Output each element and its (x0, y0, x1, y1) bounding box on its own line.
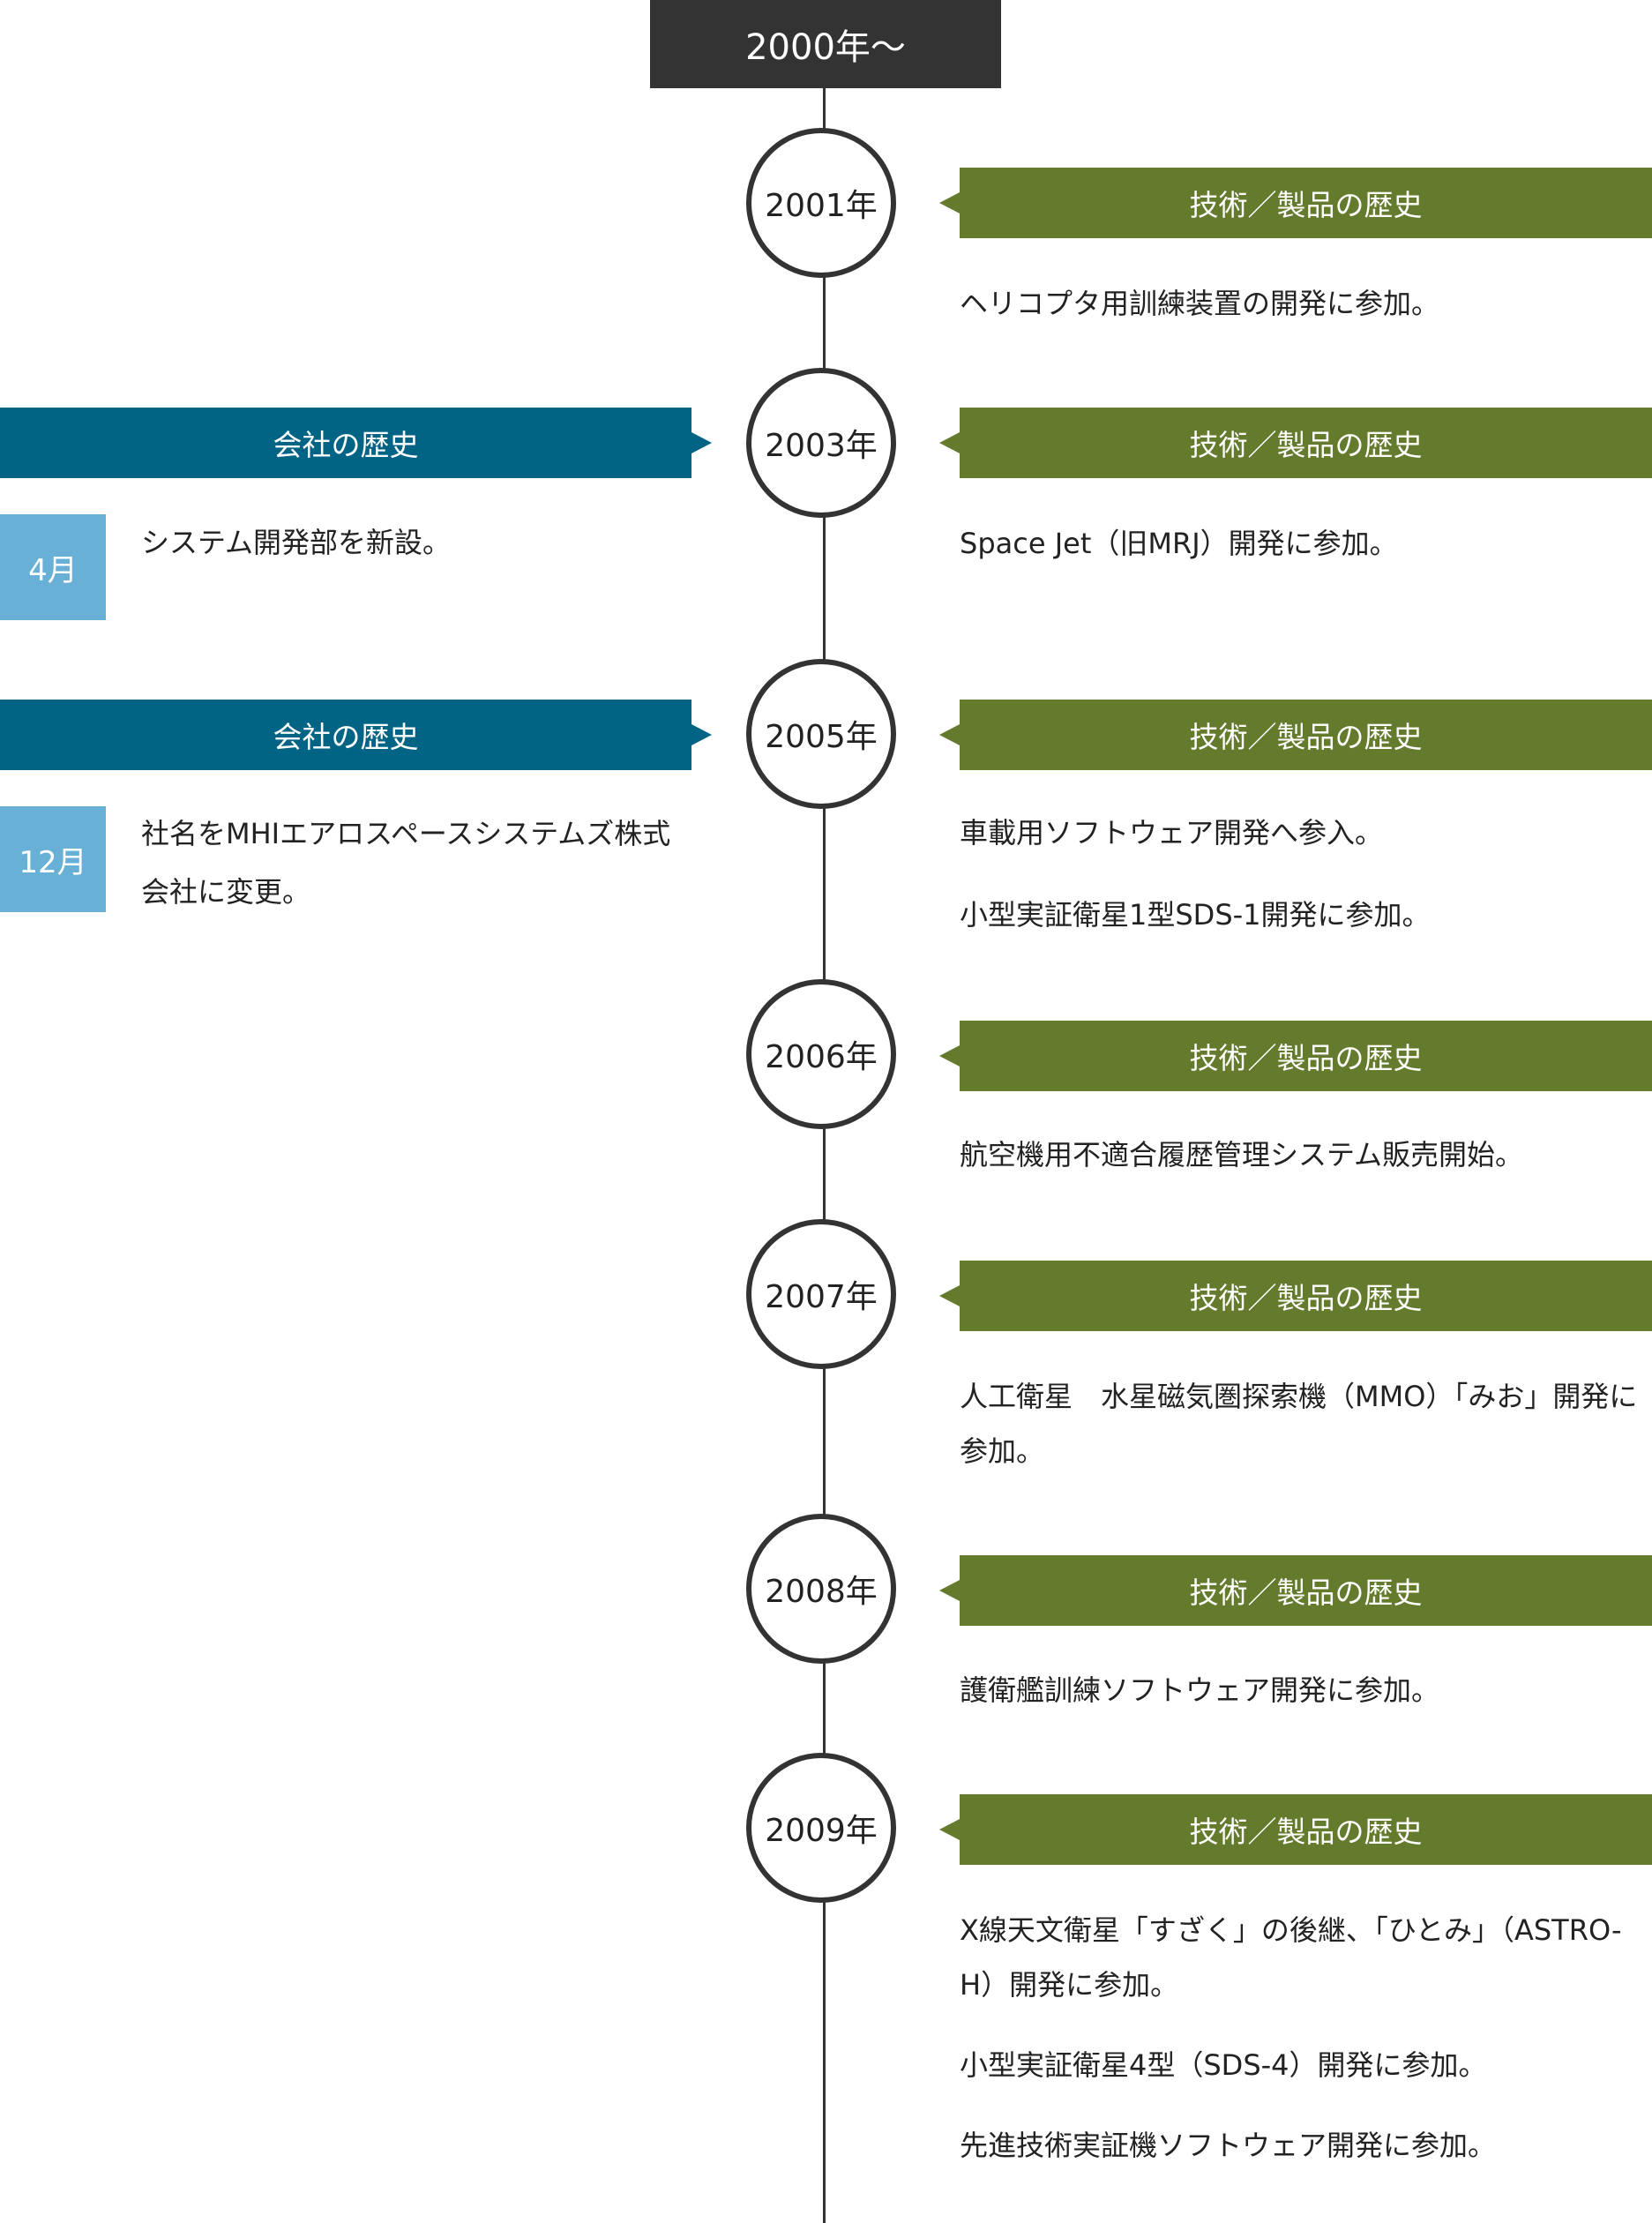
company-history-banner: 会社の歴史 (0, 700, 712, 770)
company-entry: 社名をMHIエアロスペースシステムズ株式会社に変更。 (141, 817, 671, 909)
tech-history-banner: 技術／製品の歴史 (939, 1021, 1652, 1091)
company-history-banner: 会社の歴史 (0, 408, 712, 478)
tech-entry: 小型実証衛星4型（SDS-4）開発に参加。 (960, 2048, 1487, 2082)
tech-entry: 小型実証衛星1型SDS-1開発に参加。 (960, 898, 1431, 932)
tech-entry: 航空機用不適合履歴管理システム販売開始。 (960, 1138, 1524, 1171)
tech-history-banner: 技術／製品の歴史 (939, 168, 1652, 238)
year-circle-2008: 2008年 (746, 1514, 896, 1664)
year-circle-2006: 2006年 (746, 979, 896, 1129)
timeline-line (823, 88, 826, 2223)
tech-entry: ヘリコプタ用訓練装置の開発に参加。 (960, 287, 1440, 320)
tech-entry: 車載用ソフトウェア開発へ参入。 (960, 816, 1384, 850)
year-circle-2005: 2005年 (746, 659, 896, 809)
month-badge: 12月 (0, 806, 106, 912)
tech-history-banner: 技術／製品の歴史 (939, 1555, 1652, 1626)
year-circle-2007: 2007年 (746, 1219, 896, 1369)
tech-history-banner: 技術／製品の歴史 (939, 1261, 1652, 1331)
era-header: 2000年〜 (650, 0, 1001, 88)
tech-entry: Space Jet（旧MRJ）開発に参加。 (960, 527, 1398, 560)
tech-history-banner: 技術／製品の歴史 (939, 408, 1652, 478)
year-circle-2003: 2003年 (746, 368, 896, 518)
year-circle-2001: 2001年 (746, 128, 896, 278)
tech-entry: 護衛艦訓練ソフトウェア開発に参加。 (960, 1673, 1440, 1707)
tech-entry: X線天文衛星「すざく」の後継、「ひとみ」（ASTRO-H）開発に参加。 (960, 1913, 1622, 2002)
tech-entry: 先進技術実証機ソフトウェア開発に参加。 (960, 2129, 1497, 2162)
tech-entry: 人工衛星 水星磁気圏探索機（MMO）「みお」開発に参加。 (960, 1380, 1638, 1468)
month-badge: 4月 (0, 514, 106, 620)
year-circle-2009: 2009年 (746, 1753, 896, 1903)
tech-history-banner: 技術／製品の歴史 (939, 1794, 1652, 1865)
company-entry: システム開発部を新設。 (141, 526, 452, 559)
tech-history-banner: 技術／製品の歴史 (939, 700, 1652, 770)
